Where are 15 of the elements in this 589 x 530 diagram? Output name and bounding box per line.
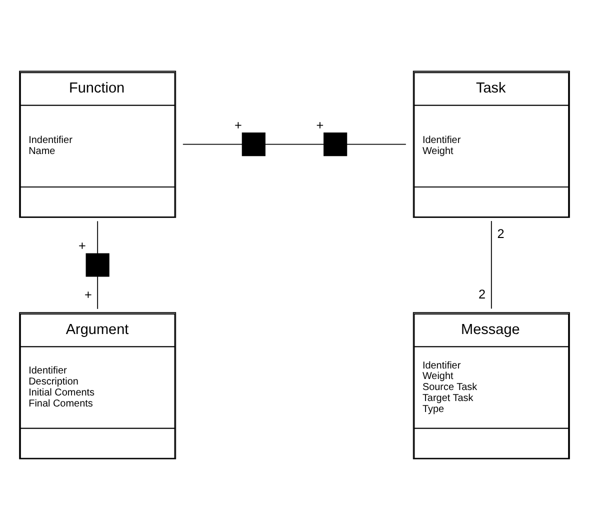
label: 2	[478, 288, 486, 302]
label: +	[84, 288, 92, 302]
connector	[97, 220, 98, 254]
connector	[182, 144, 243, 145]
node-box	[324, 132, 348, 156]
node-label: +	[78, 239, 86, 254]
connector	[264, 144, 324, 145]
node-box	[86, 253, 110, 277]
label: 2	[497, 226, 504, 241]
node-label: +	[234, 118, 242, 133]
connector	[490, 220, 492, 310]
node-box	[242, 132, 266, 156]
connector	[346, 144, 406, 145]
node-label: +	[316, 118, 324, 133]
connector	[97, 276, 98, 310]
